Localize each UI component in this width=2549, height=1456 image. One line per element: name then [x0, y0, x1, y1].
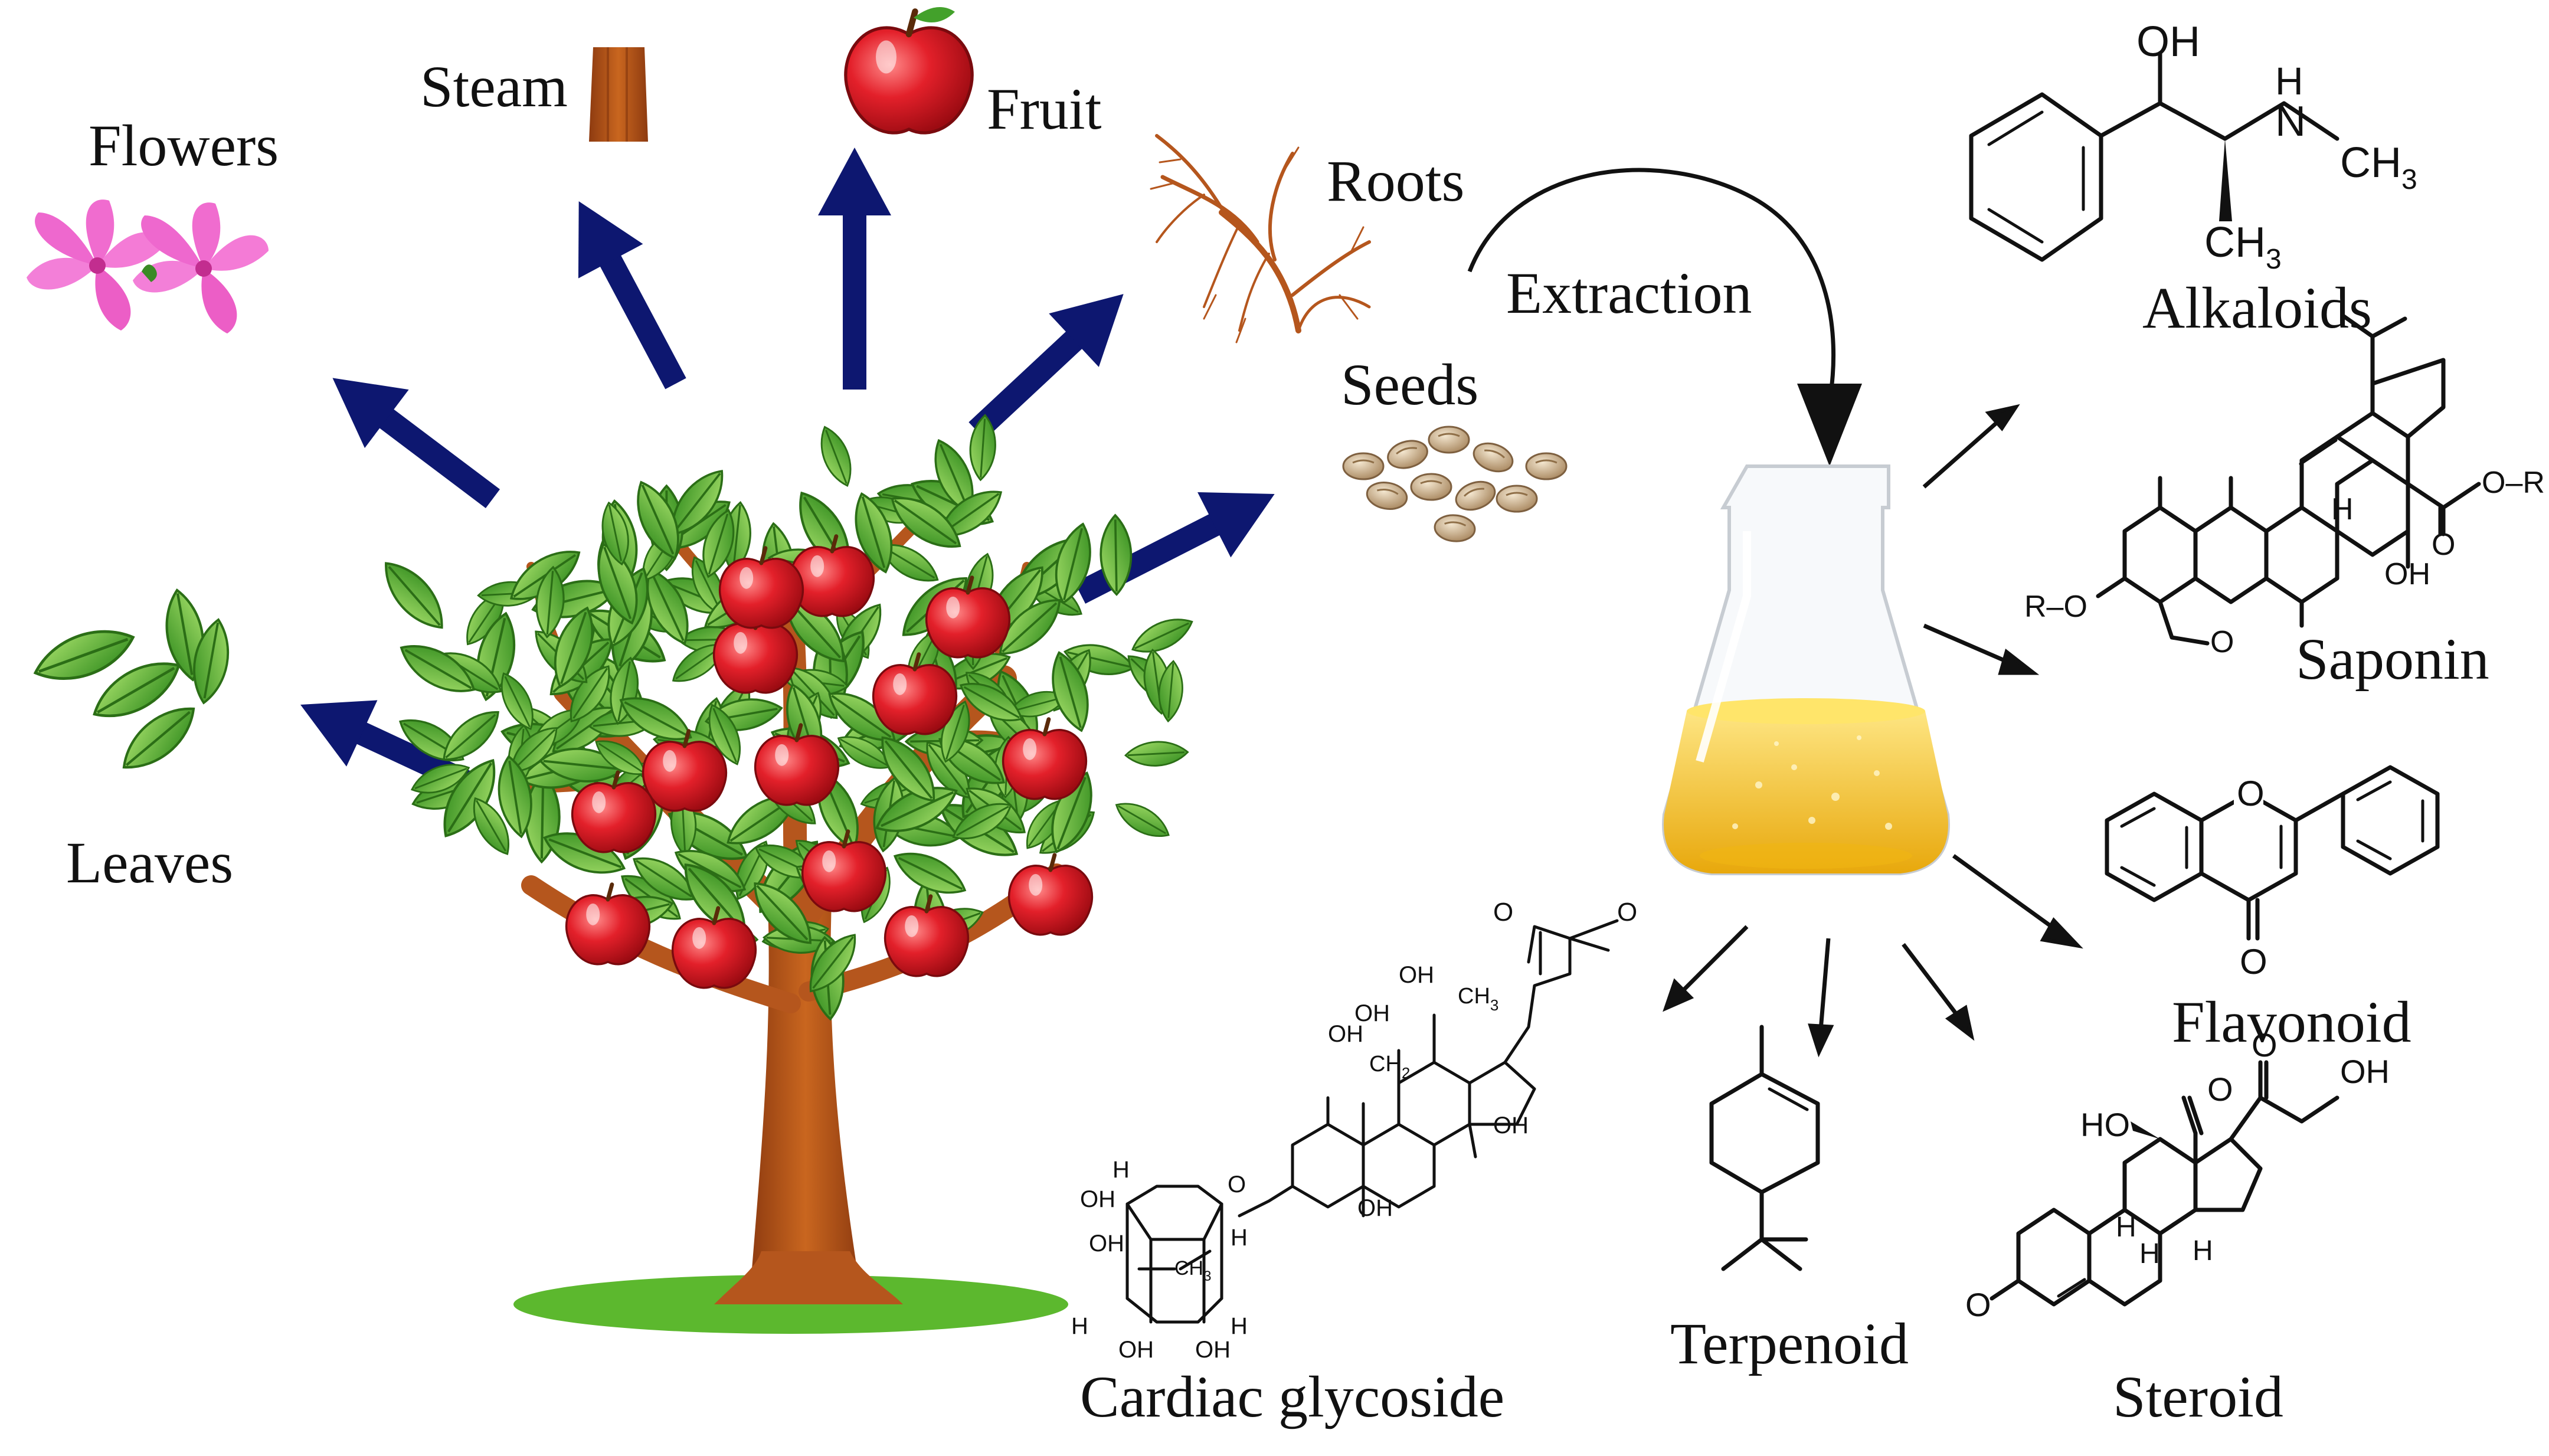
arrow-to-flowers — [332, 378, 500, 508]
alkaloid-ch3-right: CH3 — [2340, 139, 2417, 195]
steroid-label: Steroid — [2113, 1364, 2283, 1429]
arrow-to-fruit — [818, 148, 891, 390]
glycoside-sugar-h3: H — [1071, 1313, 1088, 1339]
tree-apple — [1009, 855, 1092, 935]
saponin-structure: H OH R–O O O O–R Saponin — [2024, 313, 2545, 692]
alkaloid-ch3-bottom: CH3 — [2204, 219, 2282, 275]
alkaloids-label: Alkaloids — [2142, 275, 2372, 341]
tree-leaf — [1110, 794, 1176, 846]
extraction-arrow — [1467, 168, 1862, 466]
seeds-label: Seeds — [1341, 352, 1478, 417]
steroid-aldehyde-o: O — [2207, 1071, 2233, 1108]
arrow-to-steroid — [1902, 943, 1975, 1041]
saponin-ro: R–O — [2024, 590, 2087, 624]
alkaloid-structure: OH H N CH3 CH3 Alkaloids — [1969, 18, 2417, 341]
glycoside-sugar-oh-4: OH — [1195, 1337, 1231, 1363]
roots-label: Roots — [1327, 148, 1464, 214]
steroid-h2: H — [2139, 1238, 2160, 1269]
leaves-label: Leaves — [66, 830, 233, 895]
glycoside-oh-5: OH — [1357, 1195, 1393, 1221]
arrow-to-cardiac-glycoside — [1663, 925, 1749, 1012]
saponin-label: Saponin — [2296, 626, 2489, 692]
arrow-to-terpenoid — [1808, 938, 1834, 1058]
glycoside-sugar-h1: H — [1231, 1225, 1248, 1251]
steroid-ho: HO — [2080, 1106, 2130, 1143]
cardiac-glycoside-structure: O O OH OH OH OH OH CH3 CH2 O OH OH OH OH… — [1071, 898, 1637, 1429]
saponin-oh: OH — [2384, 557, 2430, 591]
flavonoid-label: Flavonoid — [2172, 989, 2411, 1055]
steroid-h1: H — [2116, 1212, 2136, 1243]
arrow-to-roots — [968, 294, 1124, 440]
glycoside-lactone-o: O — [1493, 898, 1513, 927]
tree-apple — [885, 896, 968, 976]
glycoside-lactone-keto-o: O — [1617, 898, 1637, 927]
terpenoid-label: Terpenoid — [1670, 1311, 1909, 1376]
glycoside-ch3: CH3 — [1458, 984, 1498, 1014]
arrow-to-seeds — [1074, 492, 1275, 604]
compound-arrows — [1663, 404, 2083, 1058]
saponin-or: O–R — [2482, 466, 2545, 500]
tree-leaf — [1126, 609, 1199, 662]
glycoside-oh-4: OH — [1493, 1113, 1529, 1138]
glycoside-ether-o: O — [1228, 1172, 1246, 1197]
terpenoid-structure: Terpenoid — [1670, 1025, 1909, 1376]
tree-leaf — [372, 551, 456, 640]
glycoside-oh-1: OH — [1399, 962, 1434, 988]
steroid-structure: HO O O OH O H H H Steroid — [1965, 1026, 2390, 1429]
steroid-ketone-o: O — [2252, 1026, 2278, 1064]
arrow-to-steam — [578, 201, 686, 390]
cardiac-glycoside-label: Cardiac glycoside — [1080, 1364, 1504, 1429]
arrow-to-saponin — [1923, 623, 2040, 675]
flowers-image — [27, 199, 269, 333]
seeds-image — [1342, 426, 1568, 544]
leaves-image — [29, 587, 235, 781]
glycoside-sugar-ch3: CH3 — [1174, 1257, 1211, 1284]
roots-image — [1150, 134, 1371, 343]
glycoside-oh-3: OH — [1354, 1000, 1390, 1026]
glycoside-sugar-oh-1: OH — [1080, 1186, 1115, 1212]
saponin-h: H — [2331, 492, 2354, 526]
alkaloid-n: N — [2275, 98, 2306, 145]
steroid-o: O — [1965, 1286, 1991, 1323]
flavonoid-ring-o: O — [2237, 774, 2265, 813]
fruit-image — [846, 7, 972, 133]
flowers-label: Flowers — [89, 113, 279, 178]
alkaloid-nh-h: H — [2275, 59, 2303, 103]
flavonoid-keto-o: O — [2240, 942, 2267, 981]
tree-leaf — [812, 421, 860, 491]
steam-label: Steam — [420, 54, 568, 119]
glycoside-sugar-h2: H — [1231, 1313, 1248, 1339]
flavonoid-structure: O O Flavonoid — [2105, 765, 2440, 1055]
glycoside-oh-2: OH — [1328, 1021, 1363, 1047]
tree-leaf — [1124, 739, 1190, 768]
fruit-label: Fruit — [987, 76, 1102, 142]
arrow-to-alkaloids — [1922, 404, 2020, 489]
saponin-o: O — [2210, 625, 2234, 659]
glycoside-sugar-oh-3: OH — [1118, 1337, 1154, 1363]
saponin-carbonyl-o: O — [2432, 528, 2455, 562]
stem-image — [589, 47, 648, 142]
extraction-label: Extraction — [1506, 260, 1752, 326]
glycoside-ch2: CH2 — [1369, 1052, 1410, 1082]
alkaloid-oh: OH — [2136, 18, 2200, 66]
steroid-oh: OH — [2340, 1053, 2390, 1090]
glycoside-sugar-h4: H — [1112, 1157, 1130, 1183]
steroid-h3: H — [2193, 1235, 2213, 1267]
arrow-to-flavonoid — [1952, 854, 2083, 949]
glycoside-sugar-oh-2: OH — [1089, 1231, 1124, 1257]
erlenmeyer-flask — [1662, 464, 1950, 875]
tree-apple — [791, 536, 874, 616]
